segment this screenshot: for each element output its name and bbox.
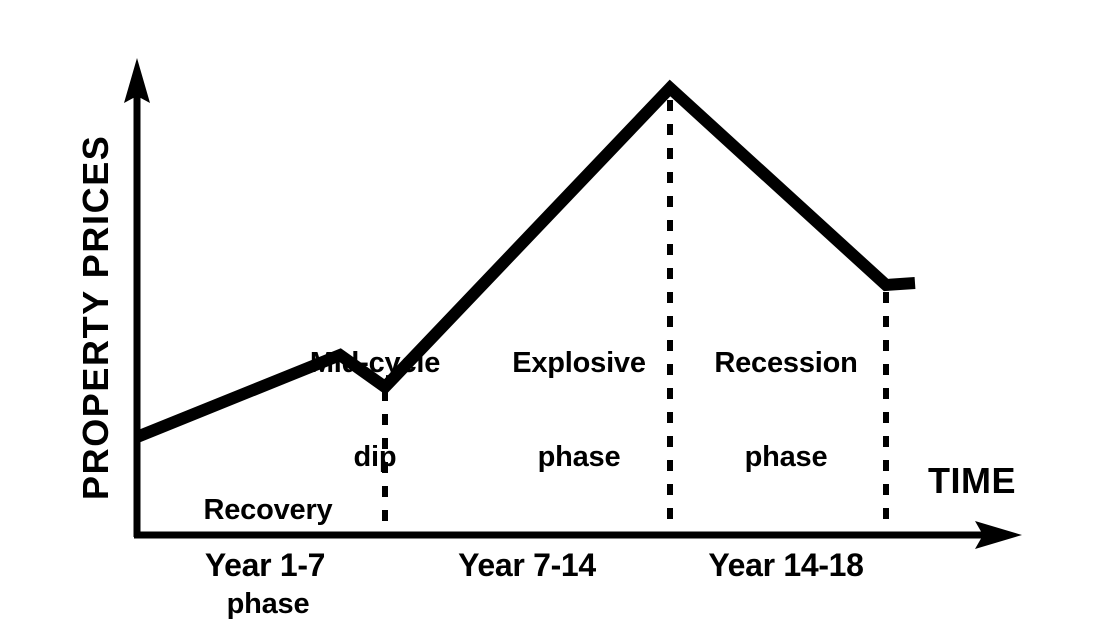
x-axis [134, 521, 1022, 549]
annotation-recovery-phase: Recovery phase [172, 432, 364, 632]
phase-dividers [382, 100, 889, 533]
x-tick-label-year-14-18: Year 14-18 [708, 547, 864, 583]
x-axis-title: TIME [928, 460, 1016, 501]
x-tick-label-year-1-7: Year 1-7 [204, 547, 326, 583]
y-axis-title: PROPERTY PRICES [74, 134, 116, 500]
annotation-mid-cycle-dip: Mid-cycle dip [282, 285, 468, 536]
x-axis-arrow-icon [975, 521, 1022, 549]
annotation-explosive-phase-line2: phase [537, 440, 621, 473]
annotation-explosive-phase-line1: Explosive [512, 346, 646, 379]
annotation-recovery-phase-line2: phase [226, 587, 310, 620]
annotation-explosive-phase: Explosive phase [485, 285, 673, 536]
annotation-mid-cycle-dip-line1: Mid-cycle [309, 346, 441, 379]
y-axis [124, 58, 150, 537]
annotation-mid-cycle-dip-line2: dip [353, 440, 397, 473]
annotation-recession-phase-line1: Recession [714, 346, 858, 379]
annotation-recession-phase-line2: phase [744, 440, 828, 473]
annotation-recession-phase: Recession phase [692, 285, 880, 536]
annotation-recovery-phase-line1: Recovery [203, 493, 333, 526]
price-cycle-line [134, 79, 916, 443]
x-tick-label-year-7-14: Year 7-14 [458, 547, 596, 583]
y-axis-arrow-icon [124, 58, 150, 103]
